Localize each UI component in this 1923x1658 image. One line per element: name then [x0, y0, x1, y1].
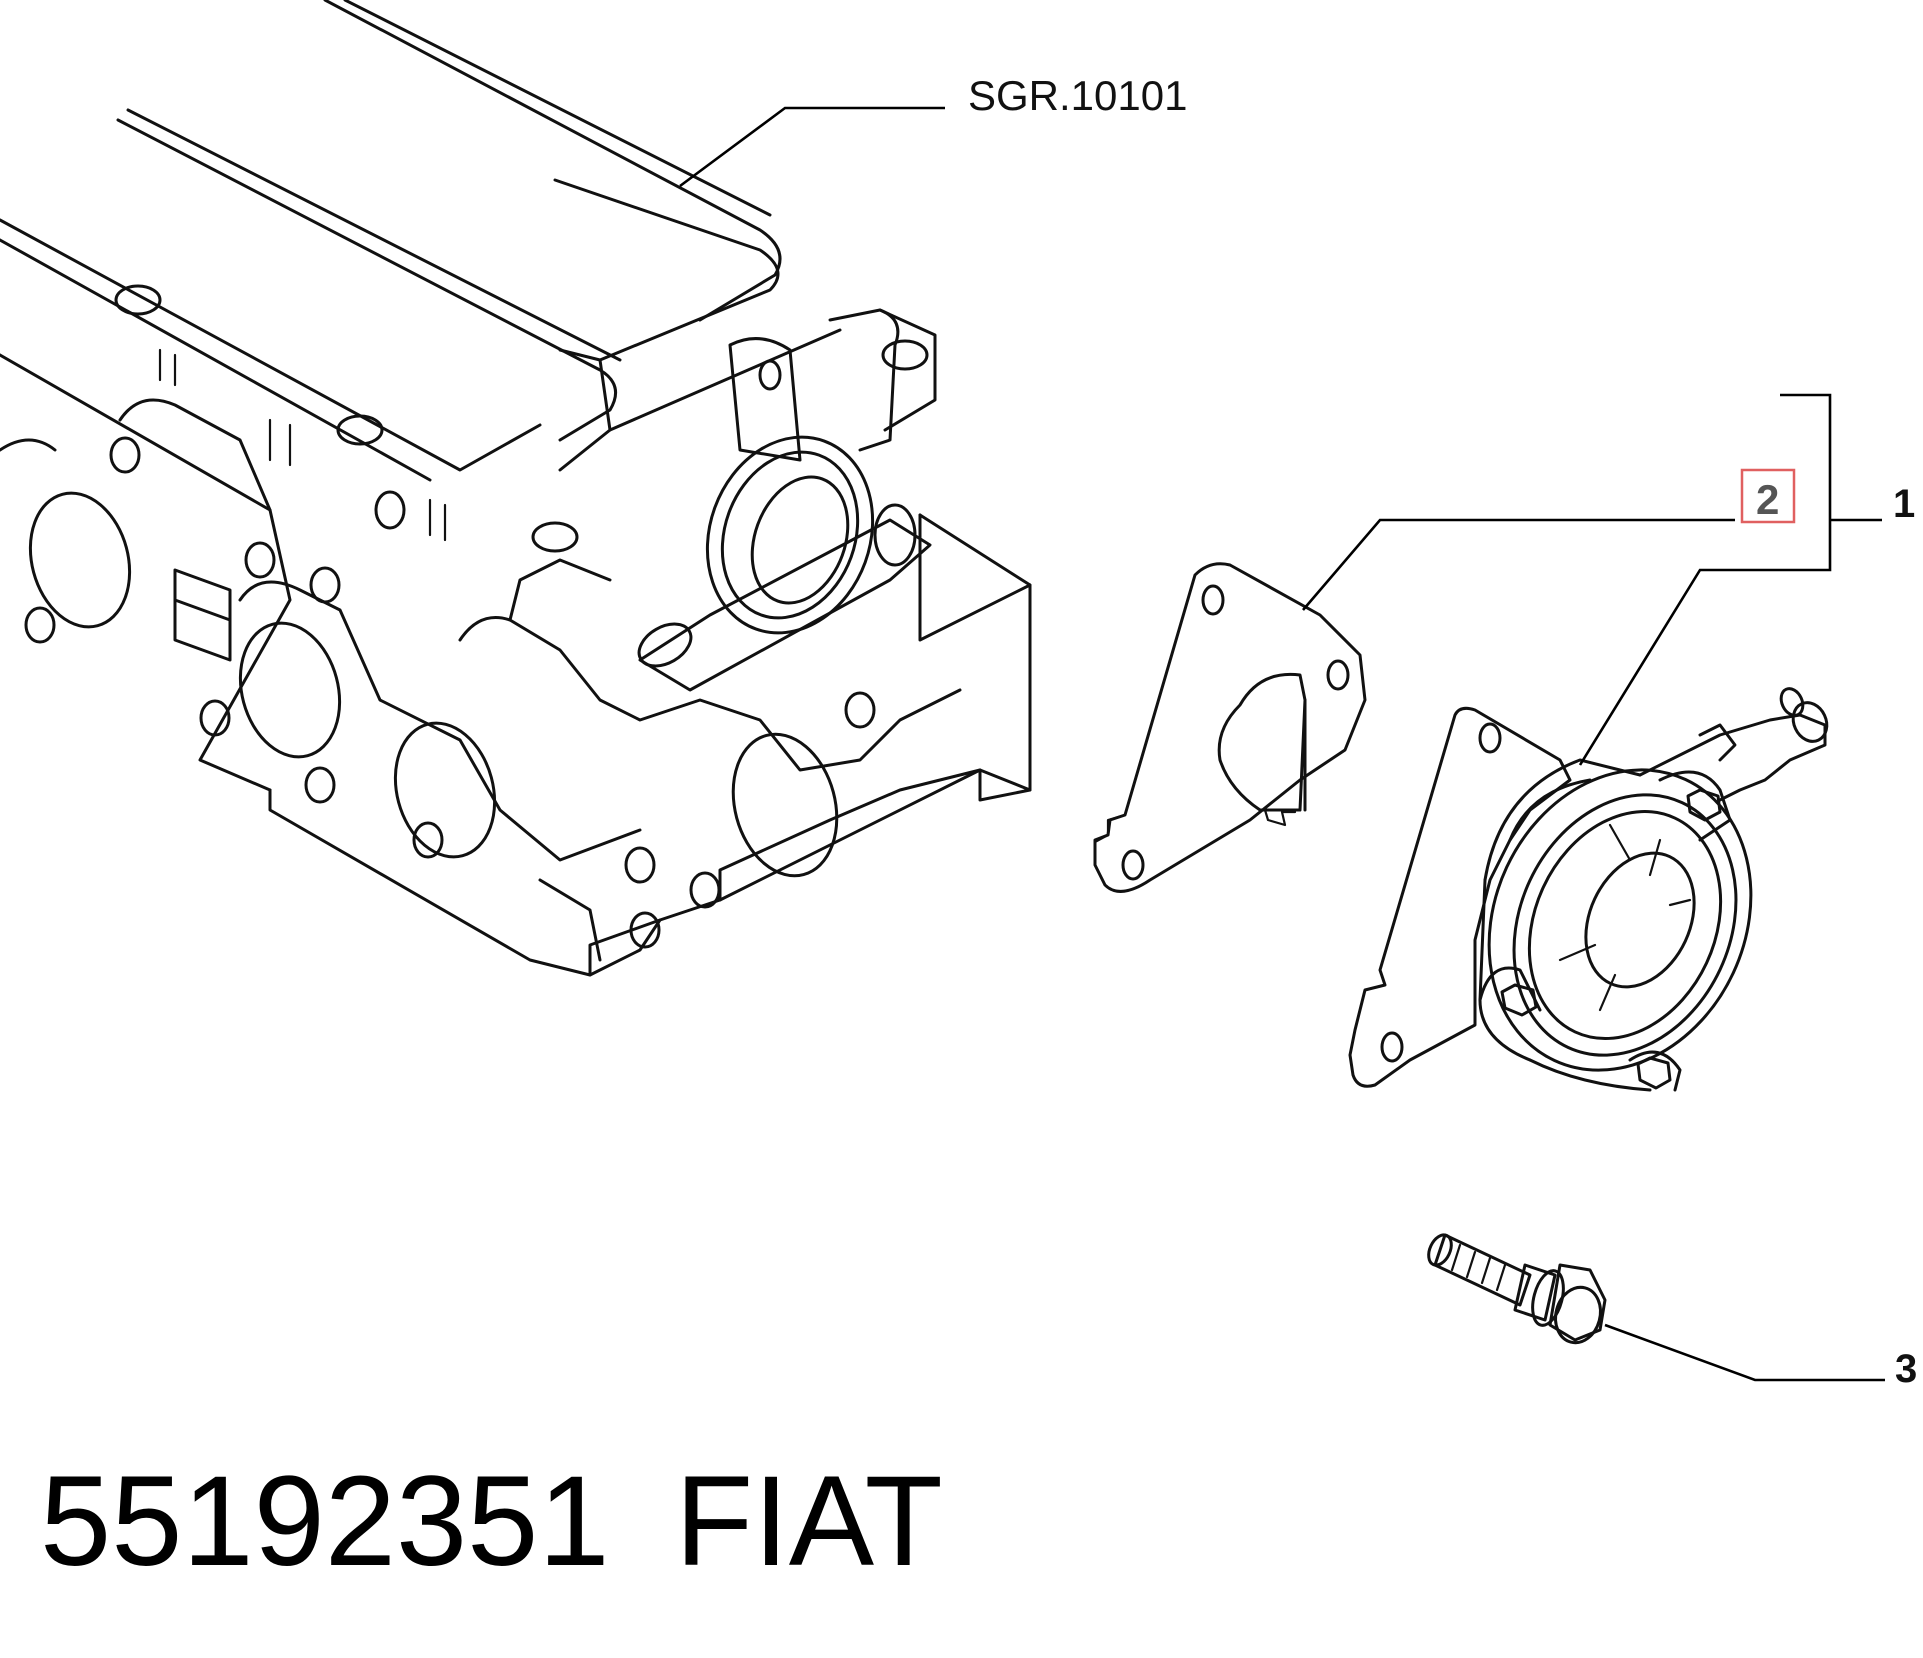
gasket-illustration [1093, 562, 1367, 893]
part-number: 55192351 [40, 1450, 610, 1593]
callout-2-label: 2 [1756, 476, 1779, 523]
vacuum-pump-illustration [1348, 687, 1829, 1092]
leader-lines [679, 106, 1885, 1382]
brand-name: FIAT [675, 1450, 943, 1593]
callout-1-label: 1 [1893, 482, 1915, 526]
callout-2-highlight-box [1740, 468, 1796, 524]
cylinder-head-illustration [0, 0, 1032, 977]
bolt-illustration [1427, 1233, 1607, 1345]
callout-3-label: 3 [1895, 1347, 1917, 1391]
subgroup-ref-label: SGR.10101 [968, 72, 1187, 119]
